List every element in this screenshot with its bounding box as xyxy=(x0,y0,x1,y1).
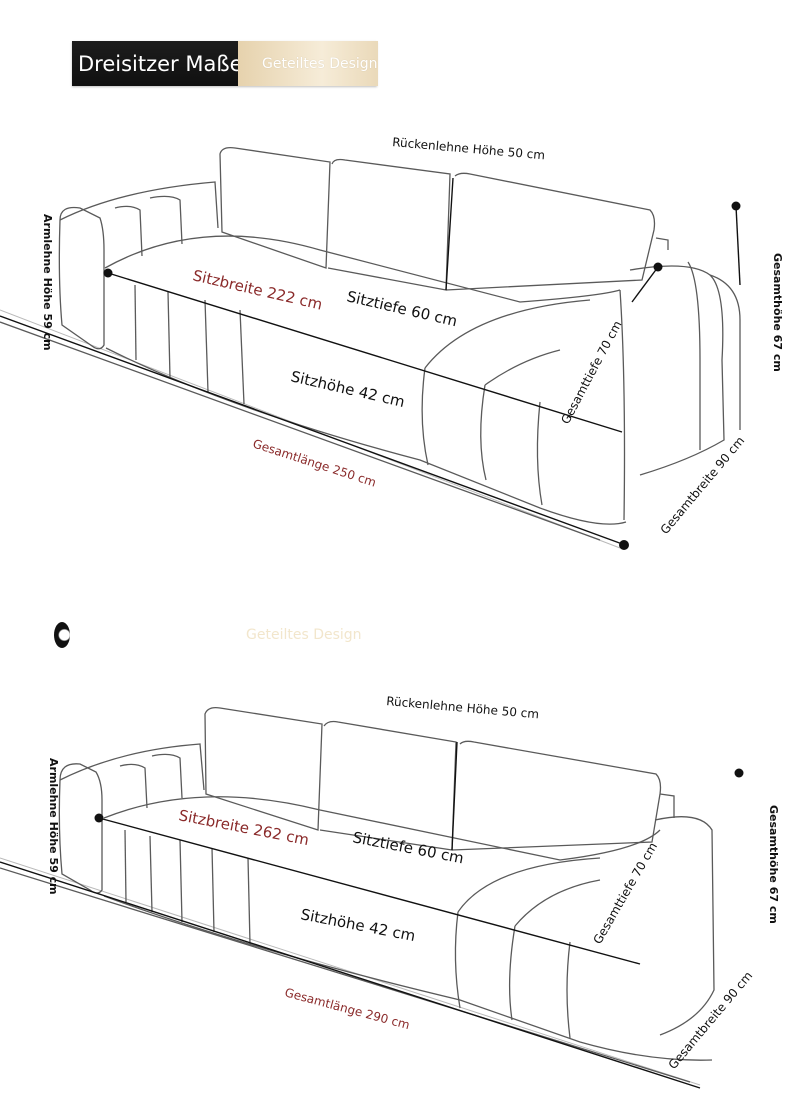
label-backrest-height: Rückenlehne Höhe 50 cm xyxy=(392,135,546,162)
label-total-height: Gesamthöhe 67 cm xyxy=(767,805,780,924)
depth-line xyxy=(631,266,659,303)
label-total-length: Gesamtlänge 290 cm xyxy=(283,985,411,1032)
header-subtitle: Geteiltes Design xyxy=(238,41,378,86)
sofa-diagram-three-seater: Rückenlehne Höhe 50 cm Armlehne Höhe 59 … xyxy=(0,135,784,550)
sofa-diagram-three-seater-long: Rückenlehne Höhe 50 cm Armlehne Höhe 59 … xyxy=(0,694,780,1089)
total-length-line xyxy=(0,861,701,1089)
label-total-width: Gesamtbreite 90 cm xyxy=(658,434,748,537)
total-length-end-dot xyxy=(619,540,629,550)
sofa-outline xyxy=(0,706,715,1086)
total-length-line xyxy=(0,315,626,546)
label-seat-depth: Sitztiefe 60 cm xyxy=(351,828,465,867)
page-title: Dreisitzer Maße xyxy=(72,41,243,86)
height-line xyxy=(735,205,741,286)
label-seat-height: Sitzhöhe 42 cm xyxy=(299,905,417,945)
label-total-height: Gesamthöhe 67 cm xyxy=(771,253,784,372)
backrest-height-line xyxy=(451,741,458,851)
label-total-depth: Gesamttiefe 70 cm xyxy=(590,840,660,947)
label-seat-width: Sitzbreite 222 cm xyxy=(191,266,324,313)
backrest-height-line xyxy=(445,177,454,291)
label-seat-width: Sitzbreite 262 cm xyxy=(177,806,310,849)
label-armrest-height: Armlehne Höhe 59 cm xyxy=(41,214,54,351)
label-total-width: Gesamtbreite 90 cm xyxy=(666,969,756,1072)
label-total-depth: Gesamttiefe 70 cm xyxy=(558,318,624,426)
label-seat-depth: Sitztiefe 60 cm xyxy=(345,287,459,330)
banner-edge-shape xyxy=(54,622,70,648)
sofa-outline xyxy=(0,146,741,549)
seat-width-start-dot xyxy=(103,268,113,278)
label-seat-height: Sitzhöhe 42 cm xyxy=(289,367,406,411)
label-total-length: Gesamtlänge 250 cm xyxy=(251,437,378,490)
header-banner: Dreisitzer Maße Geteiltes Design xyxy=(72,41,378,86)
label-armrest-height: Armlehne Höhe 59 cm xyxy=(47,758,60,895)
seat-width-line xyxy=(98,817,641,965)
seat-width-line xyxy=(107,272,623,433)
depth-dot xyxy=(653,262,663,272)
header2-subtitle: Geteiltes Design xyxy=(246,627,362,643)
dimension-lines xyxy=(0,741,744,1089)
header-banner-faded: Geteiltes Design xyxy=(52,614,377,656)
label-backrest-height: Rückenlehne Höhe 50 cm xyxy=(386,694,540,721)
height-dot xyxy=(731,201,741,211)
height-dot xyxy=(734,768,744,778)
seat-width-start-dot xyxy=(94,813,104,823)
dimension-lines xyxy=(0,177,741,550)
